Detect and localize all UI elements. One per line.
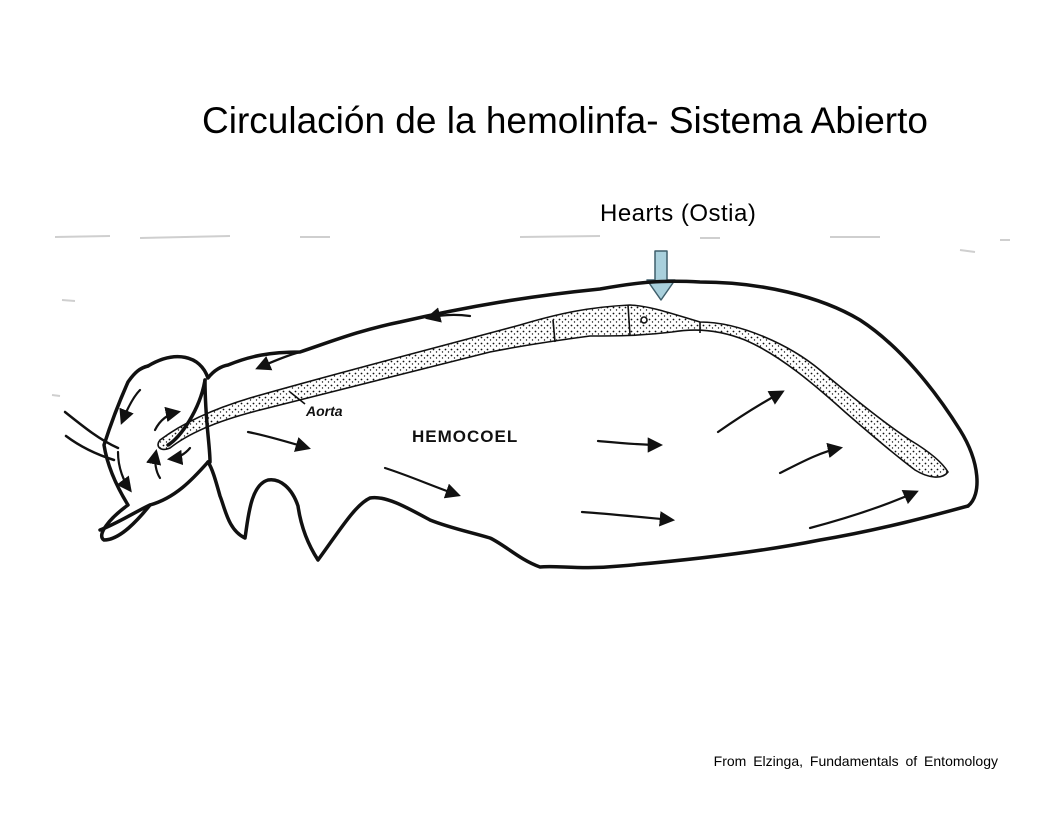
down-arrow-shape xyxy=(646,250,676,301)
antenna-2 xyxy=(64,434,116,462)
flow-arrow-icon xyxy=(580,510,676,527)
hemolymph-flow-arrows xyxy=(116,307,919,530)
neck-fold xyxy=(203,378,212,464)
flow-arrow-icon xyxy=(808,489,919,530)
aorta-label: Aorta xyxy=(305,403,343,419)
flow-arrow-icon xyxy=(246,430,311,452)
antenna xyxy=(63,410,120,450)
flow-arrow-icon xyxy=(716,390,785,434)
aorta-tube xyxy=(157,304,949,478)
scan-specks xyxy=(51,235,1010,397)
insect-body-outline xyxy=(63,279,979,570)
down-arrow-icon xyxy=(646,250,676,301)
flow-arrow-icon xyxy=(778,442,844,475)
flow-arrow-icon xyxy=(425,307,472,323)
flow-arrow-icon xyxy=(119,388,142,425)
hemocoel-label: HEMOCOEL xyxy=(412,427,518,446)
mouthpart xyxy=(98,503,152,532)
flow-arrow-icon xyxy=(255,350,302,371)
flow-arrow-icon xyxy=(166,446,192,466)
flow-arrow-icon xyxy=(596,437,664,453)
ventral-outline xyxy=(206,460,970,570)
flow-arrow-icon xyxy=(383,466,461,499)
flow-arrow-icon xyxy=(146,448,162,480)
dorsal-vessel xyxy=(157,304,949,478)
diagram-labels: Aorta HEMOCOEL xyxy=(289,391,518,446)
dorsal-outline xyxy=(146,279,979,508)
slide-title: Circulación de la hemolinfa- Sistema Abi… xyxy=(202,100,928,141)
aorta-leader-line xyxy=(289,391,306,405)
hearts-ostia-label: Hearts (Ostia) xyxy=(600,200,757,227)
flow-arrow-icon xyxy=(153,406,182,432)
flow-arrow-icon xyxy=(116,450,132,493)
insect-circulation-diagram: Aorta HEMOCOEL xyxy=(51,235,1010,570)
source-credit: From Elzinga, Fundamentals of Entomology xyxy=(713,753,998,769)
